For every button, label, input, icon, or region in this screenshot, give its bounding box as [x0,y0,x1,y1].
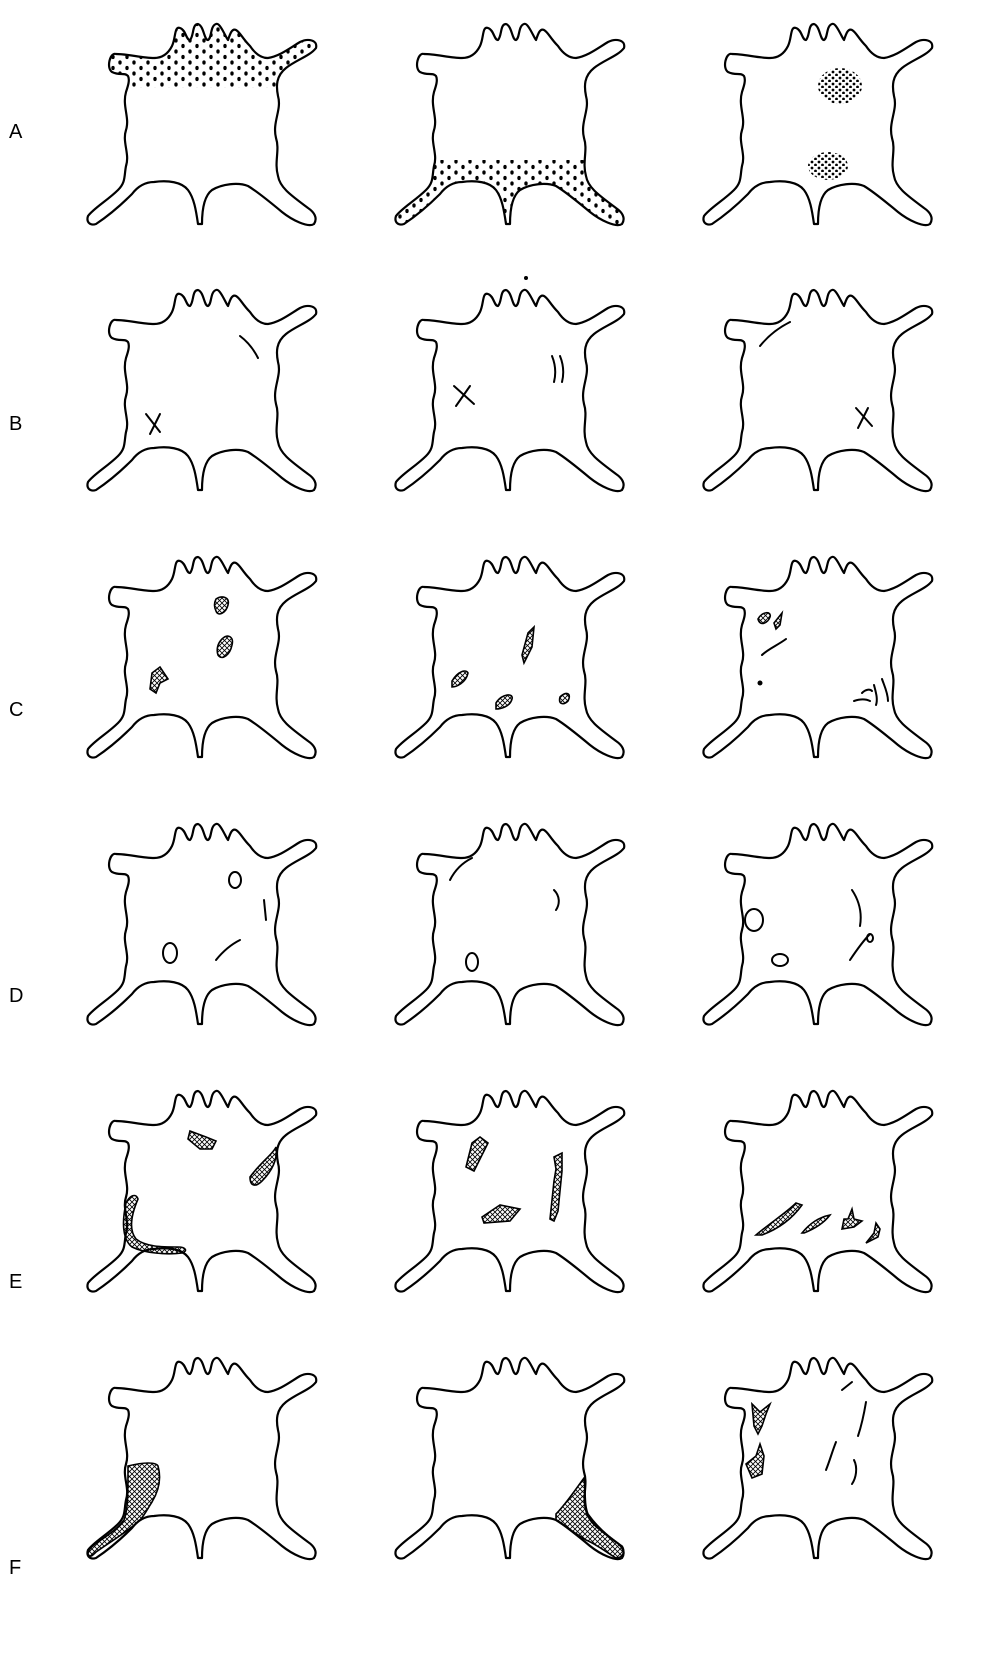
hide-diagram-a-1 [87,24,316,225]
hide-outline [703,290,932,491]
hide-outline [395,824,624,1025]
hide-outline [395,290,624,491]
mark-line [264,900,266,920]
hide-outline [395,1091,624,1292]
mark-hatch-patch [150,667,168,693]
hide-diagram-e-2 [395,1091,624,1292]
mark-hatch-patch [466,1137,488,1171]
hide-diagram-d-1 [87,824,316,1025]
mark-line [852,1460,856,1484]
mark-hatch-patch [866,1223,880,1243]
mark-hatch-patch [215,597,229,614]
hide-outline [87,1091,316,1292]
hide-diagram-b-1 [87,290,316,491]
mark-hatch-patch [756,1203,802,1235]
hide-diagram-e-3 [703,1091,932,1292]
mark-line [852,890,861,926]
mark-double-line [552,356,563,382]
mark-oval [163,943,177,963]
mark-line [826,1442,836,1470]
hide-diagram-f-1 [87,1358,316,1559]
mark-dot-cluster [808,152,848,180]
hide-outline [395,557,624,758]
hide-outline [703,1091,932,1292]
mark-oval [229,872,241,888]
mark-hatch-patch [124,1196,186,1254]
mark-line [554,890,559,910]
mark-hatch-patch [560,694,570,704]
hide-diagram-a-3 [703,24,932,225]
mark-hatch-patch [188,1131,216,1149]
mark-cross [146,414,160,434]
hide-outline [703,1358,932,1559]
mark-hatch-patch [250,1147,276,1185]
mark-hatch-patch [217,636,232,657]
mark-oval [772,954,788,966]
hide-diagram-a-2 [395,24,624,225]
hide-diagram-b-3 [703,290,932,491]
mark-dash-cluster [854,679,888,705]
mark-hatch-patch [482,1205,520,1223]
mark-dot [524,276,528,280]
mark-line [842,1382,852,1390]
mark-oval [745,909,763,931]
mark-hatch-patch [752,1404,770,1434]
hide-diagram-e-1 [87,1091,316,1292]
mark-line [760,322,790,346]
hide-outline [703,24,932,225]
mark-hatch-patch [522,627,534,663]
mark-hatch-patch [758,613,770,624]
mark-hatch-patch [496,695,512,709]
mark-hatch-patch [550,1153,562,1221]
mark-oval [466,953,478,971]
hide-diagram-d-3 [703,824,932,1025]
mark-cross [856,408,872,428]
hide-outline [87,557,316,758]
mark-hatch-patch [842,1209,862,1229]
hide-diagram-f-2 [395,1358,624,1559]
mark-line [450,858,472,880]
mark-dot [758,681,763,686]
hide-outline [703,557,932,758]
mark-hatch-patch [452,671,468,687]
hide-diagram-b-2 [395,276,624,491]
mark-hatch-patch [774,613,782,629]
hide-diagram-c-1 [87,557,316,758]
mark-line [762,639,786,655]
mark-dot-cluster [818,68,862,104]
mark-line [858,1402,866,1436]
mark-line [216,940,240,960]
hide-diagram-c-2 [395,557,624,758]
hide-diagram-c-3 [703,557,932,758]
hide-diagram-d-2 [395,824,624,1025]
hide-outline [703,824,932,1025]
hide-outline [87,290,316,491]
hide-outline [87,824,316,1025]
mark-line [240,336,258,358]
hide-diagram-f-3 [703,1358,932,1559]
mark-cross [454,386,474,406]
mark-hatch-patch [802,1215,830,1233]
mark-hatch-patch [746,1444,764,1478]
